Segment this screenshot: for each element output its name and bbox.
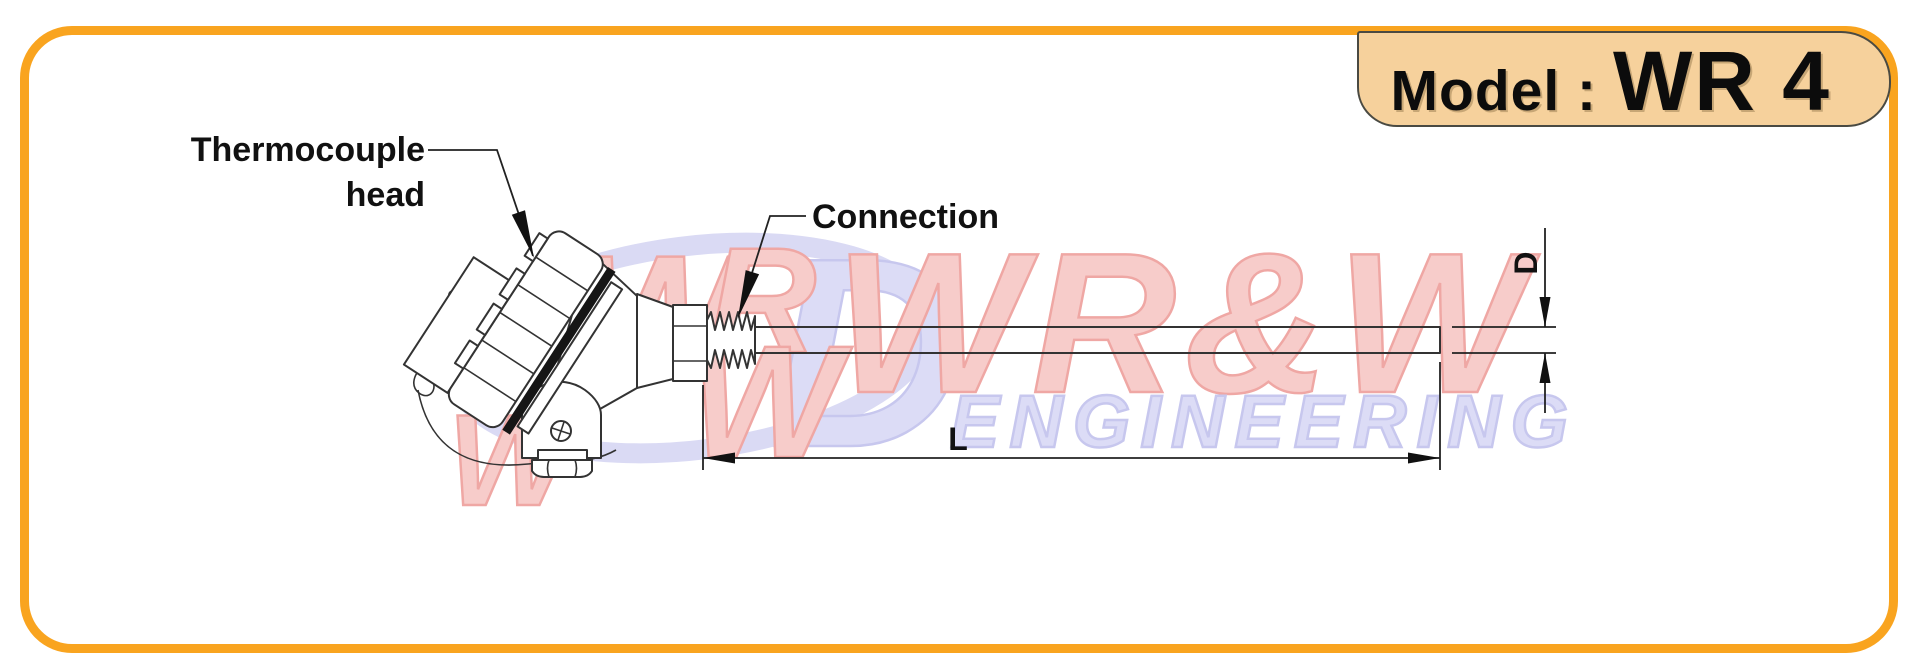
thermocouple-cap bbox=[402, 230, 624, 435]
dimension-L: L bbox=[702, 362, 1441, 470]
hex-nut-facets bbox=[546, 459, 578, 478]
dim-arrow-down bbox=[1539, 297, 1551, 327]
callout-thermocouple-head: Thermocouple head bbox=[191, 131, 534, 258]
cap-ribs bbox=[463, 256, 589, 403]
length-dimension-label: L bbox=[948, 421, 968, 457]
thermocouple-head-label-line1: Thermocouple bbox=[191, 131, 425, 169]
probe-tube bbox=[754, 326, 1441, 354]
connection-cone bbox=[636, 293, 674, 389]
dim-arrow-right bbox=[1408, 452, 1440, 464]
thermocouple-head-label-line2: head bbox=[346, 176, 425, 214]
dim-arrow-left bbox=[703, 452, 735, 464]
model-badge: Model : WR 4 bbox=[1357, 31, 1891, 128]
leader-arrow-connection bbox=[738, 270, 760, 318]
cap-rim bbox=[516, 281, 624, 435]
body-screw bbox=[550, 420, 572, 442]
hex-facet-lines bbox=[673, 325, 707, 362]
dimension-D: D bbox=[1452, 228, 1556, 413]
hex-nut bbox=[531, 459, 593, 478]
model-badge-number: WR 4 bbox=[1613, 34, 1831, 128]
leader-arrow-head bbox=[511, 210, 534, 258]
model-badge-prefix: Model : bbox=[1390, 59, 1597, 123]
watermark-brand-subtext: ENGINEERING bbox=[950, 380, 1578, 463]
thermocouple-drawing bbox=[402, 230, 1441, 478]
watermark-brand-text: WR&W bbox=[835, 212, 1541, 435]
drawing-frame bbox=[20, 26, 1898, 653]
dim-arrow-up bbox=[1539, 353, 1551, 383]
nut-washer bbox=[537, 449, 588, 461]
callout-connection: Connection bbox=[738, 198, 999, 318]
connection-hex bbox=[672, 304, 708, 382]
connection-label: Connection bbox=[812, 198, 999, 236]
diameter-dimension-label: D bbox=[1508, 251, 1544, 274]
cap-gasket bbox=[502, 266, 616, 435]
